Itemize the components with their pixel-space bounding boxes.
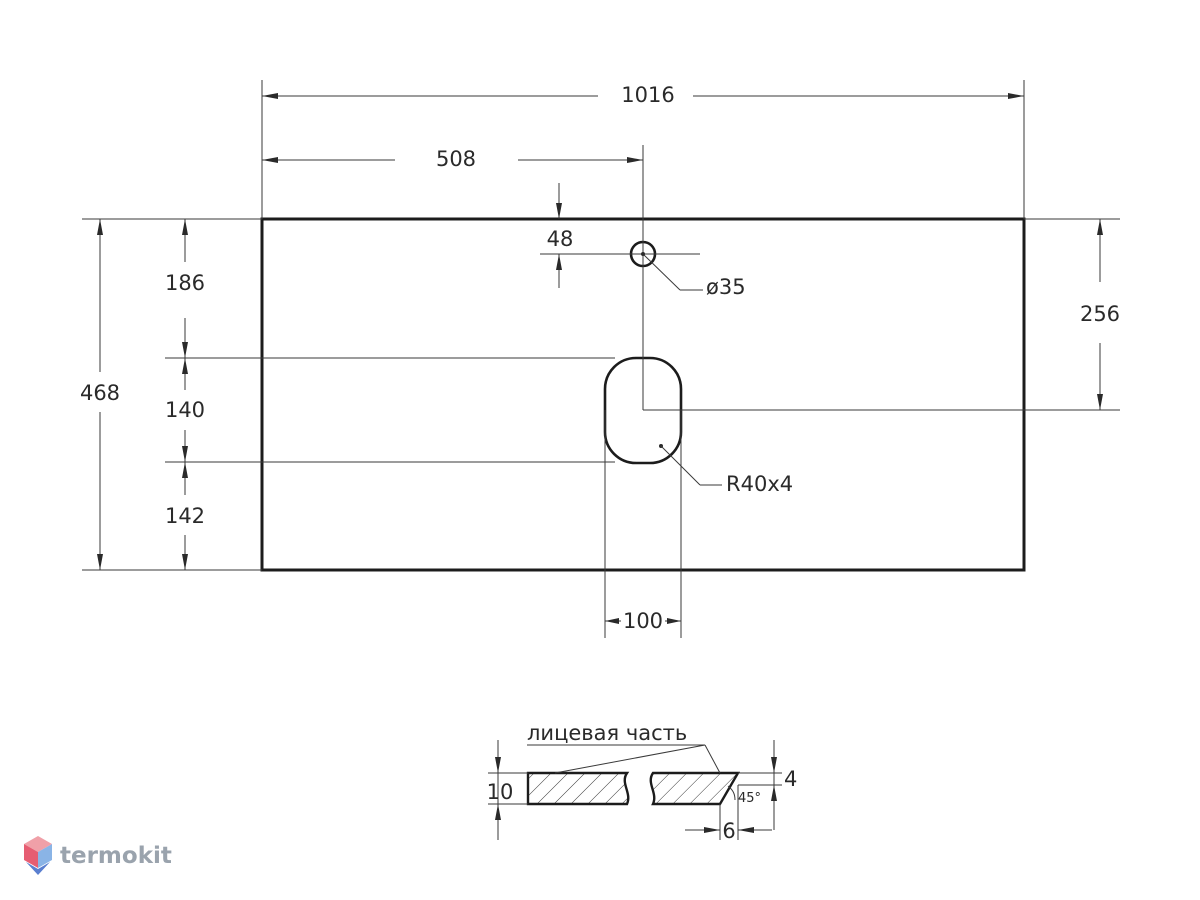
section-thickness-label: 10 [487, 780, 514, 804]
dim-label-48: 48 [547, 227, 574, 251]
edge-section: лицевая часть 10 4 6 45° [487, 721, 798, 843]
dim-bowl-width: 100 [605, 609, 681, 633]
dim-label-142: 142 [165, 504, 205, 528]
dim-label-hole: ø35 [706, 275, 746, 299]
dim-label-186: 186 [165, 271, 205, 295]
top-view: 1016 508 48 ø35 [80, 80, 1120, 638]
dim-total-width: 1016 [262, 83, 1024, 107]
section-right-piece [649, 771, 741, 806]
dim-faucet-hole: ø35 [641, 252, 746, 299]
dim-corner-radius: R40x4 [659, 444, 793, 496]
dim-label-100: 100 [623, 609, 663, 633]
section-face-label: лицевая часть [527, 721, 687, 745]
section-chamfer-width-label: 6 [722, 819, 735, 843]
dim-depth-chain: 186 140 142 [165, 219, 205, 570]
dim-right-bowl-center: 256 [1080, 219, 1120, 410]
section-left-piece [526, 771, 630, 806]
section-chamfer-depth-label: 4 [784, 767, 797, 791]
extension-lines [82, 80, 1120, 638]
dim-faucet-offset: 48 [547, 183, 574, 288]
dim-label-256: 256 [1080, 302, 1120, 326]
section-angle-label: 45° [738, 791, 761, 806]
termokit-watermark: termokit [24, 836, 172, 875]
dim-label-radius: R40x4 [726, 472, 793, 496]
dim-label-508: 508 [436, 147, 476, 171]
dim-half-width: 508 [262, 147, 643, 171]
termokit-logo-icon [24, 836, 52, 875]
dim-label-468: 468 [80, 381, 120, 405]
termokit-logo-text: termokit [60, 843, 172, 869]
dim-label-140: 140 [165, 398, 205, 422]
dim-label-1016: 1016 [621, 83, 674, 107]
dim-total-depth: 468 [80, 219, 120, 570]
